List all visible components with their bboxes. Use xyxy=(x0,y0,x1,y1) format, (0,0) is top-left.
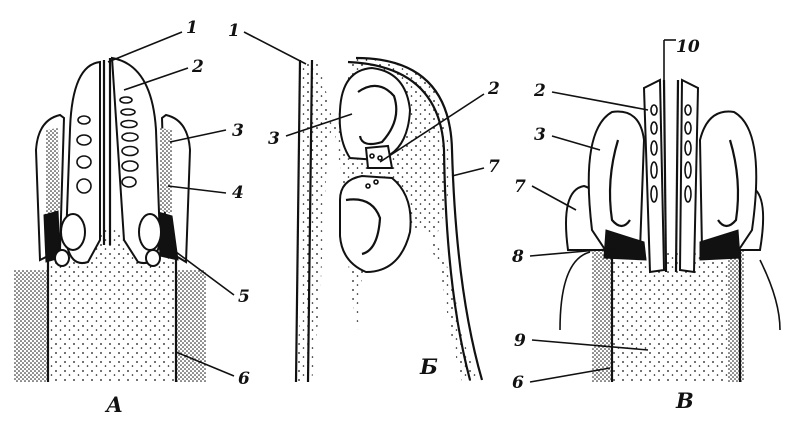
panel-v-right-fold xyxy=(698,110,758,252)
panel-a: 1 2 3 4 5 6 А xyxy=(14,18,250,417)
panel-v-gill-slits xyxy=(650,104,692,203)
callout-v-6: 6 xyxy=(512,373,524,393)
callout-b-3: 3 xyxy=(268,129,280,149)
panel-b: 1 3 2 7 Б xyxy=(228,21,500,383)
panel-b-label: Б xyxy=(419,354,438,379)
callout-a-2: 2 xyxy=(191,57,204,77)
callout-b-2: 2 xyxy=(487,79,500,99)
panel-a-left-mesoderm xyxy=(14,270,48,382)
callout-b-7: 7 xyxy=(488,157,500,177)
callout-v-10: 10 xyxy=(676,37,700,57)
panel-a-gill-slits xyxy=(76,96,139,194)
panel-v-mesenchyme xyxy=(596,250,740,382)
callout-a-6: 6 xyxy=(238,369,250,389)
panel-b-upper-fold xyxy=(338,66,412,162)
callout-a-4: 4 xyxy=(232,183,244,203)
panel-a-label: А xyxy=(104,392,123,417)
callout-v-2: 2 xyxy=(533,81,546,101)
panel-b-lower-fold xyxy=(339,174,412,274)
callout-v-7: 7 xyxy=(514,177,526,197)
panel-a-right-mesoderm xyxy=(176,270,206,382)
panel-v-left-fold xyxy=(587,110,646,252)
callout-v-3: 3 xyxy=(534,125,546,145)
callout-v-9: 9 xyxy=(514,331,526,351)
panel-a-mesenchyme xyxy=(48,230,176,382)
panel-v-label: В xyxy=(675,388,694,413)
callout-a-1: 1 xyxy=(186,18,198,38)
panel-v: 10 2 3 7 8 9 6 В xyxy=(511,37,781,413)
callout-b-1: 1 xyxy=(228,21,240,41)
callout-a-5: 5 xyxy=(238,287,250,307)
callout-a-3: 3 xyxy=(232,121,244,141)
callout-v-8: 8 xyxy=(511,247,524,267)
